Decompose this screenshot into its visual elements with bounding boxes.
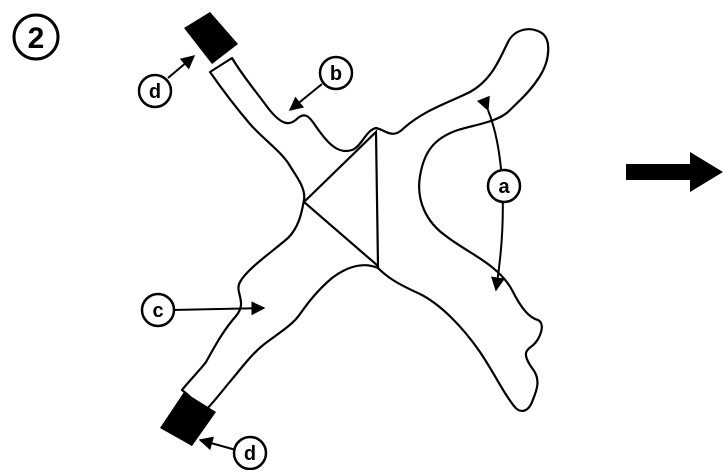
- triangle: [304, 132, 378, 266]
- top-end-cap: [184, 12, 238, 64]
- label-b: b: [320, 57, 352, 89]
- label-b-text: b: [330, 63, 342, 85]
- label-a-text: a: [498, 176, 510, 198]
- label-d-top-text: d: [149, 81, 161, 103]
- right-arrow-icon: [626, 152, 723, 192]
- label-c: c: [142, 294, 174, 326]
- step-number: 2: [28, 22, 45, 55]
- label-d-bottom: d: [234, 437, 266, 469]
- step-number-badge: 2: [14, 15, 58, 59]
- label-d-bottom-text: d: [244, 443, 256, 465]
- label-a: a: [488, 170, 520, 202]
- c-pointer-arrow: [172, 308, 264, 310]
- label-d-top: d: [139, 75, 171, 107]
- d-bottom-pointer-arrow: [200, 440, 236, 450]
- bottom-end-cap: [160, 392, 216, 446]
- blob-outline: [182, 29, 548, 412]
- b-pointer-arrow: [290, 84, 322, 110]
- label-c-text: c: [152, 300, 163, 322]
- d-top-pointer-arrow: [168, 56, 194, 78]
